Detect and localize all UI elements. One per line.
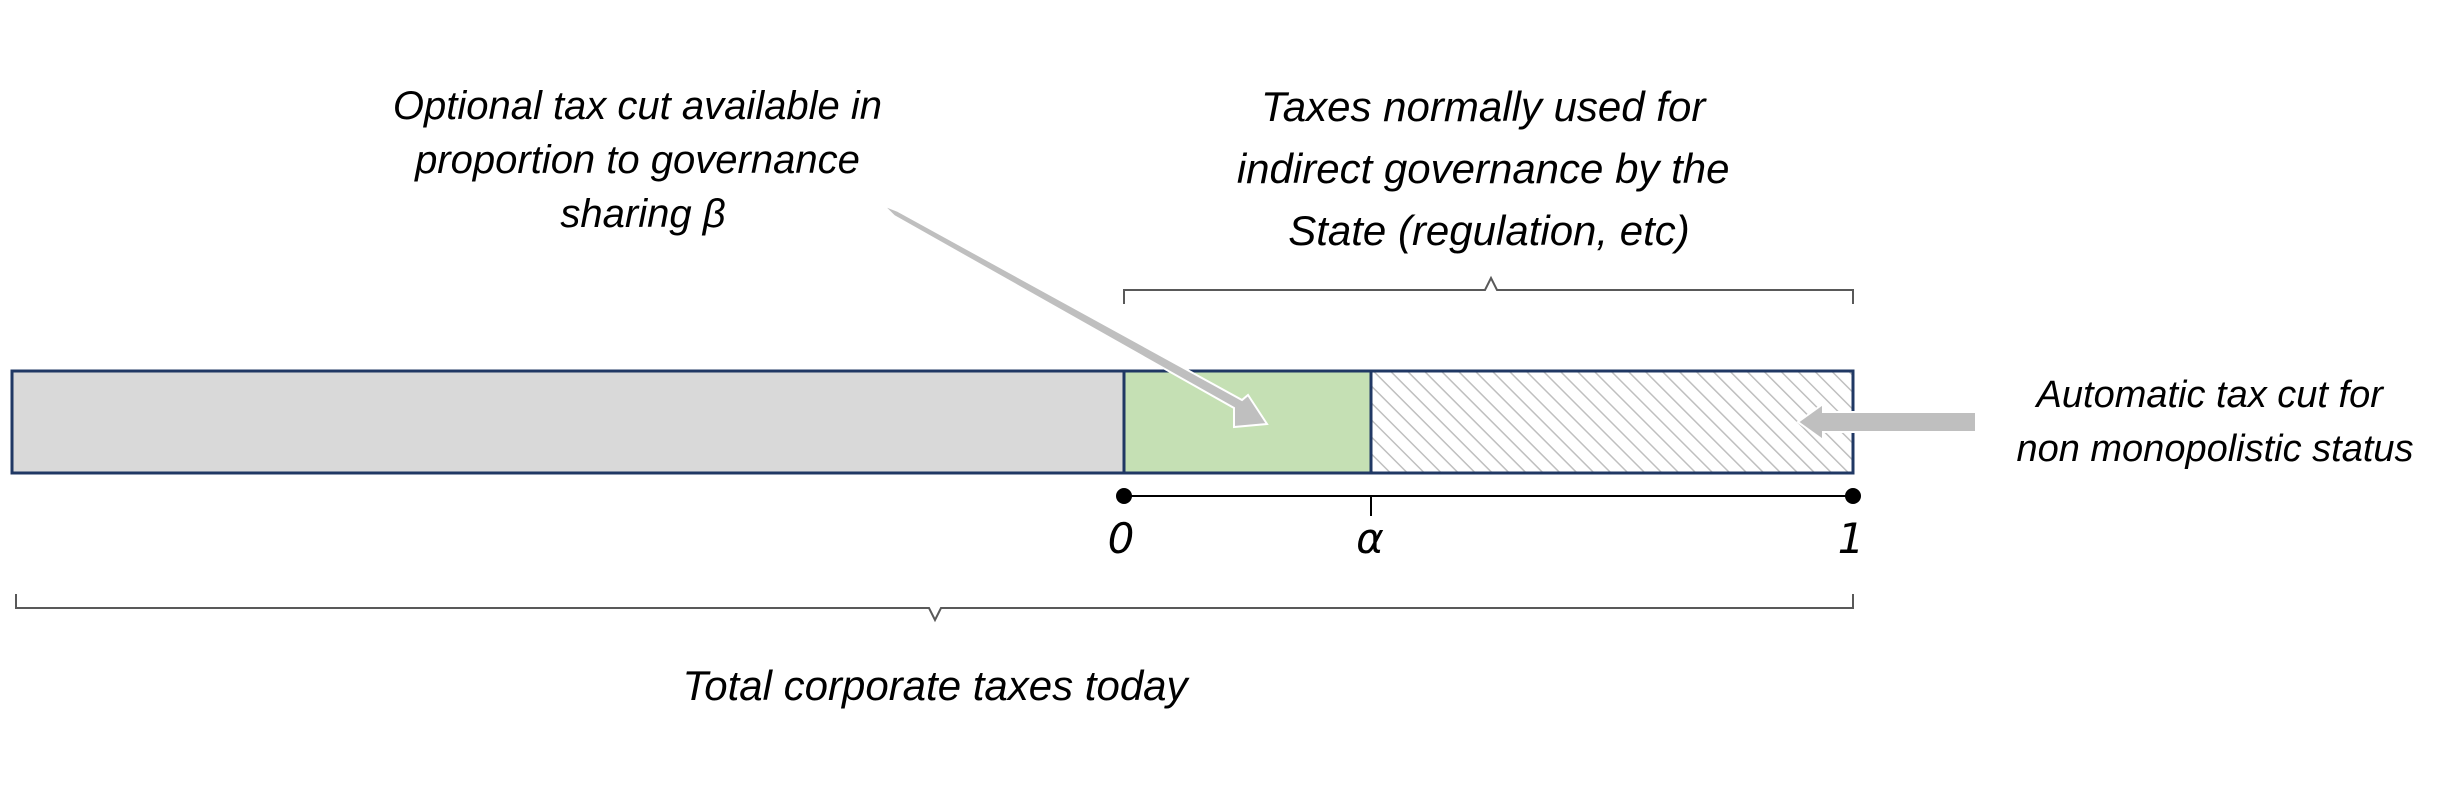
- normal-taxes-label-line3: State (regulation, etc): [1288, 207, 1690, 254]
- automatic-cut-label-line1: Automatic tax cut for: [2035, 374, 2385, 416]
- optional-cut-label-line3: sharing β: [560, 192, 725, 236]
- total-taxes-gray-segment: [10, 369, 1126, 475]
- optional-cut-arrow: [882, 204, 1269, 429]
- axis-zero-dot: [1116, 488, 1132, 504]
- automatic-cut-label-line2: non monopolistic status: [2016, 428, 2413, 470]
- normal-taxes-label-line1: Taxes normally used for: [1261, 83, 1707, 130]
- total-taxes-brace: [15, 594, 1854, 623]
- axis-label-alpha: α: [1356, 514, 1384, 563]
- total-taxes-label: Total corporate taxes today: [682, 662, 1190, 709]
- automatic-cut-arrow: [1796, 402, 1977, 442]
- automatic-cut-hatched-segment: [1369, 369, 1855, 475]
- optional-cut-label-line1: Optional tax cut available in: [393, 84, 882, 128]
- optional-cut-label-line2: proportion to governance: [414, 138, 860, 182]
- optional-cut-label: Optional tax cut available in proportion…: [393, 84, 893, 236]
- normal-taxes-label-line2: indirect governance by the: [1237, 145, 1730, 192]
- axis-label-zero: 0: [1108, 514, 1135, 563]
- automatic-cut-label: Automatic tax cut for non monopolistic s…: [2016, 374, 2413, 470]
- axis-one-dot: [1845, 488, 1861, 504]
- normal-taxes-brace: [1123, 275, 1854, 304]
- axis-label-one: 1: [1838, 514, 1865, 563]
- normal-taxes-label: Taxes normally used for indirect governa…: [1237, 83, 1741, 254]
